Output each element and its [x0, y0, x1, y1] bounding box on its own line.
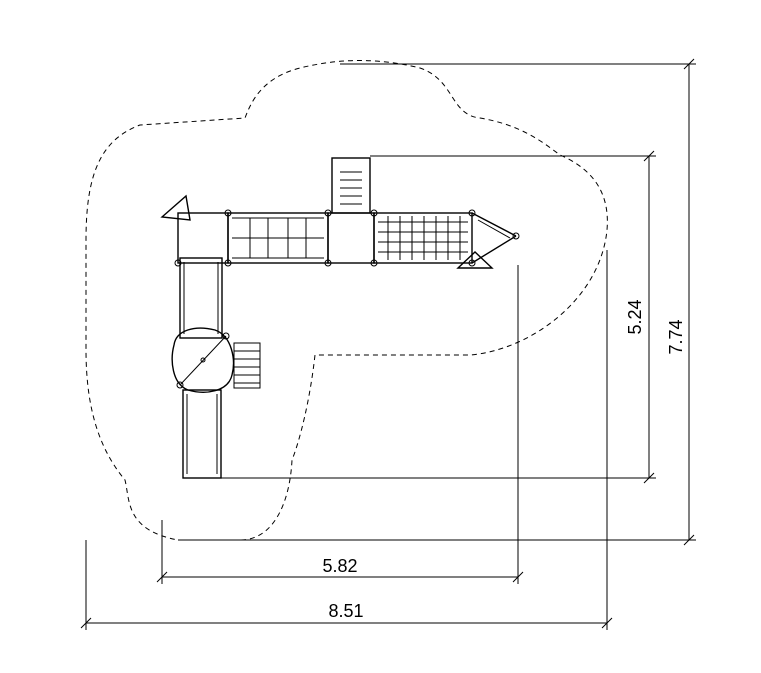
right-arm — [471, 212, 520, 264]
middle-deck — [327, 212, 375, 264]
top-ladder — [331, 157, 371, 214]
round-platform — [171, 327, 235, 393]
dimension-label-structure-height: 5.24 — [625, 299, 645, 334]
dimension-label-total-width: 8.51 — [328, 601, 363, 621]
net-bridge-1 — [227, 212, 329, 264]
corner-deck — [177, 212, 229, 264]
dimension-label-structure-width: 5.82 — [322, 556, 357, 576]
posts — [174, 209, 476, 267]
safety-zone-outline — [85, 60, 608, 541]
dimension-lines — [80, 58, 696, 630]
dimension-label-total-height: 7.74 — [666, 319, 686, 354]
canopy-right — [456, 251, 494, 269]
canopy-left — [160, 194, 191, 221]
net-bridge-2 — [373, 212, 473, 264]
play-structure — [160, 157, 520, 479]
side-ladder — [233, 342, 261, 389]
vertical-walkway — [177, 225, 223, 479]
